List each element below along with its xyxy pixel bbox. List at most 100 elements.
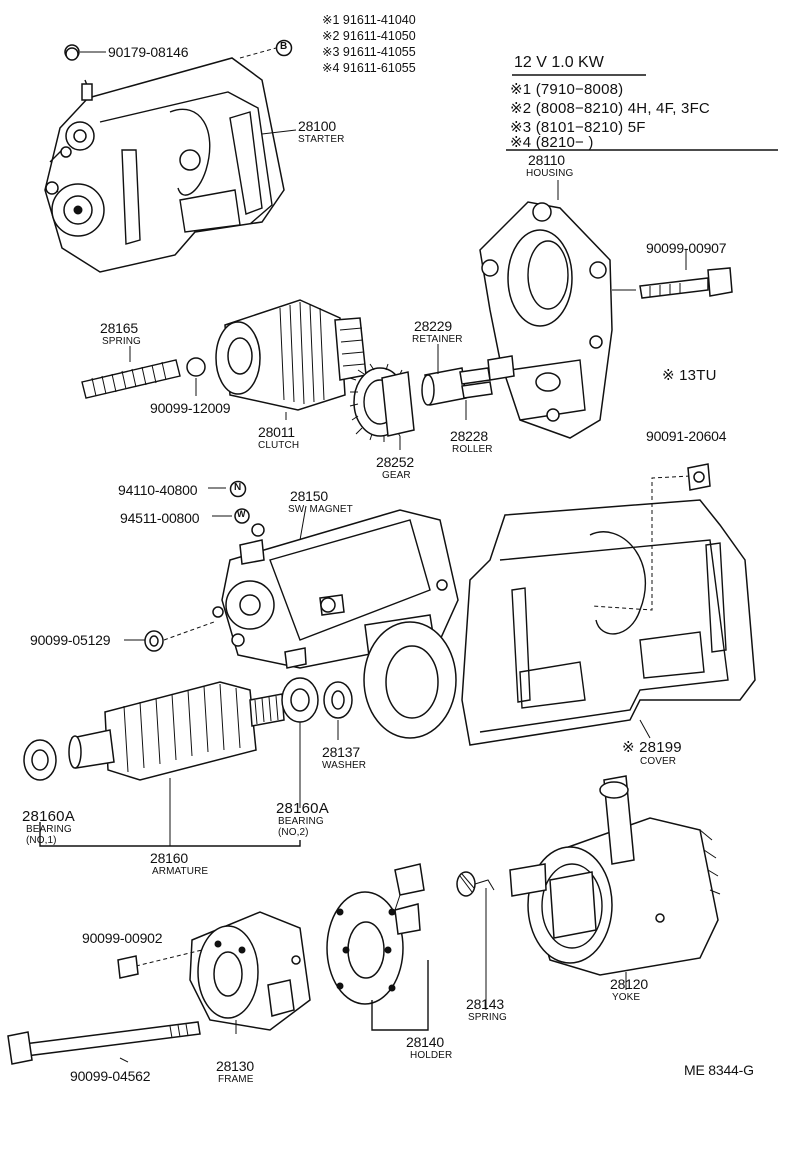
callout-number: 90179-08146 [108, 44, 189, 60]
spec-note-mark: ※3 [510, 119, 532, 136]
washer-drawing [323, 681, 353, 719]
cover-drawing [461, 499, 756, 746]
variant-list-item: ※3 91611-41055 [322, 44, 416, 59]
callout-number: 90099-12009 [150, 400, 231, 416]
variant-list-item: ※4 91611-61055 [322, 60, 416, 75]
callout-name: HOUSING [526, 168, 574, 179]
callout-number: 28160A [22, 808, 75, 825]
callout-number: 28160 [150, 850, 188, 866]
spec-note: ※4 (8210− ) [510, 133, 594, 151]
diagram-code: ME 8344-G [684, 1062, 754, 1078]
variant-mark: ※1 [322, 13, 340, 27]
callout-name: BEARING [26, 824, 72, 835]
callout-number: ※ 28199 [622, 739, 682, 756]
callout-name: COVER [640, 756, 677, 767]
callout-name: GEAR [382, 470, 411, 481]
callout-name: SW. MAGNET [288, 504, 353, 515]
callout-number: 28100 [298, 118, 336, 134]
spec-note-text: (8008−8210) 4H, 4F, 3FC [535, 100, 710, 117]
callout-name: WASHER [322, 760, 367, 771]
callout-number: 28165 [100, 320, 138, 336]
callout-name: YOKE [612, 992, 641, 1003]
callout-number: 28120 [610, 976, 648, 992]
callout-number: 28130 [216, 1058, 254, 1074]
callout-number: 28252 [376, 454, 414, 470]
spec-note: ※1 (7910−8008) [510, 80, 623, 98]
callout-name: ARMATURE [152, 866, 209, 877]
variant-number: 91611-41050 [342, 29, 416, 43]
callout-number: 28143 [466, 996, 504, 1012]
spec-note-text: (7910−8008) [535, 81, 624, 98]
circle-mark-b-shape [275, 39, 293, 57]
callout-number: 28229 [414, 318, 452, 334]
circle-mark-n: N [234, 482, 242, 493]
callout-name: FRAME [218, 1074, 254, 1085]
brush-holder-drawing [326, 863, 425, 1005]
callout-name: BEARING [278, 816, 324, 827]
variant-mark: ※4 [322, 61, 340, 75]
spec-title: 12 V 1.0 KW [514, 54, 604, 71]
callout-number: 28228 [450, 428, 488, 444]
housing-drawing [479, 201, 636, 439]
callout-number: 90091-20604 [646, 428, 727, 444]
spring-drawing [81, 359, 181, 399]
callout-name: SPRING [102, 336, 141, 347]
callout-number: 28150 [290, 488, 328, 504]
spec-note: ※2 (8008−8210) 4H, 4F, 3FC [510, 99, 710, 117]
callout-number: 28011 [258, 424, 295, 440]
small-spring-drawing [456, 871, 495, 897]
variant-number: 91611-41040 [342, 13, 416, 27]
callout-number: ※ 13TU [662, 367, 717, 384]
variant-list-item: ※1 91611-41040 [322, 12, 416, 27]
spec-note-mark: ※4 [510, 134, 532, 151]
callout-name: STARTER [298, 134, 345, 145]
bearing-no1-drawing [23, 739, 57, 781]
screw-small-drawing [117, 955, 139, 979]
circle-mark-w: W [237, 509, 246, 519]
armature-drawing [68, 681, 285, 781]
variant-list-item: ※2 91611-41050 [322, 28, 416, 43]
callout-number: 90099-00907 [646, 240, 727, 256]
ball-drawing [186, 357, 206, 377]
starter-assembly-drawing [44, 44, 285, 273]
callout-name: SPRING [468, 1012, 507, 1023]
variant-mark: ※2 [322, 29, 340, 43]
circle-mark-n-shape [229, 480, 247, 498]
callout-name: CLUTCH [258, 440, 300, 451]
switch-magnet-drawing [212, 509, 459, 739]
callout-sub: (NO,1) [26, 835, 57, 846]
spec-note: ※3 (8101−8210) 5F [510, 118, 646, 136]
spec-note-text: (8210− ) [535, 134, 594, 151]
callout-number: 28137 [322, 744, 360, 760]
callout-number: 90099-04562 [70, 1068, 151, 1084]
bearing-no2-drawing [281, 677, 319, 723]
leader-lines [80, 47, 687, 1063]
nut-05129-drawing [144, 630, 164, 652]
callout-number: 94110-40800 [118, 482, 198, 498]
callout-number: 28110 [528, 152, 565, 168]
clutch-drawing [215, 299, 367, 411]
screw-drawing [687, 463, 711, 491]
variant-mark: ※3 [322, 45, 340, 59]
callout-name: RETAINER [412, 334, 463, 345]
callout-number: 28160A [276, 800, 329, 817]
callout-number: 90099-05129 [30, 632, 111, 648]
spec-note-mark: ※2 [510, 100, 532, 117]
variant-number: 91611-41055 [342, 45, 416, 59]
frame-drawing [189, 911, 311, 1031]
circle-mark-b: B [280, 41, 288, 52]
spec-note-text: (8101−8210) 5F [535, 119, 646, 136]
callout-sub: (NO,2) [278, 827, 309, 838]
callout-number: 90099-00902 [82, 930, 163, 946]
callout-number: 28140 [406, 1034, 444, 1050]
variant-number: 91611-61055 [342, 61, 416, 75]
circle-mark-w-shape [234, 508, 250, 524]
callout-name: HOLDER [410, 1050, 453, 1061]
spec-note-mark: ※1 [510, 81, 532, 98]
callout-number: 94511-00800 [120, 510, 200, 526]
gear-drawing [349, 363, 415, 442]
retainer-drawing [421, 355, 515, 406]
callout-name: ROLLER [452, 444, 493, 455]
